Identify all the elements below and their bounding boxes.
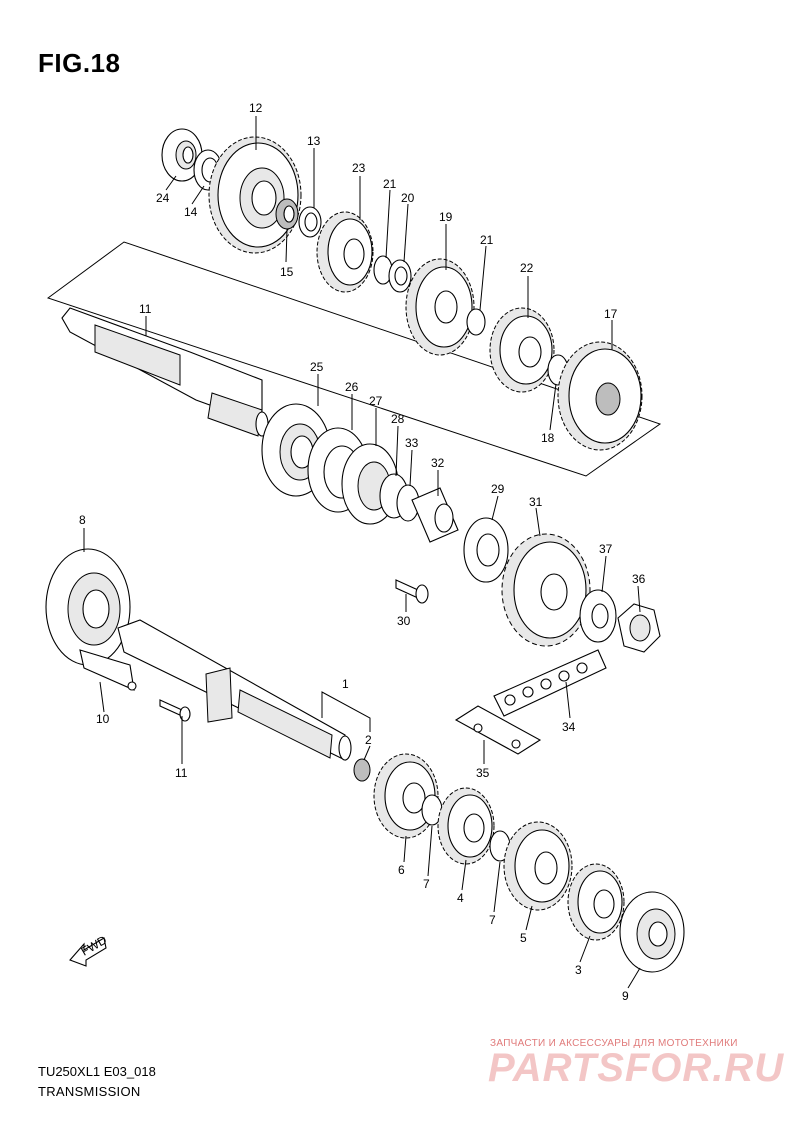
gear-17 bbox=[557, 341, 643, 451]
watermark-logo: PARTSFOR.RU bbox=[488, 1046, 785, 1090]
callout-16: 15 bbox=[280, 265, 294, 279]
callout-3: 3 bbox=[575, 963, 582, 977]
callout-30: 30 bbox=[397, 614, 411, 628]
callout-27: 27 bbox=[369, 394, 383, 408]
callout-23: 23 bbox=[352, 161, 366, 175]
callout-14: 13 bbox=[307, 134, 321, 148]
callout-24: 24 bbox=[156, 191, 170, 205]
washer-35 bbox=[579, 589, 617, 643]
callout-25: 25 bbox=[310, 360, 324, 374]
callout-32: 32 bbox=[431, 456, 445, 470]
bearing-9 bbox=[619, 891, 685, 973]
drive-chain-36 bbox=[493, 649, 607, 717]
callout-34: 36 bbox=[632, 572, 646, 586]
gear-22 bbox=[489, 307, 555, 393]
gear-4 bbox=[437, 787, 495, 865]
callout-4: 4 bbox=[457, 891, 464, 905]
bolt-30 bbox=[395, 579, 429, 604]
callout-17: 17 bbox=[604, 307, 618, 321]
callout-22: 22 bbox=[520, 261, 534, 275]
countershaft-12 bbox=[61, 307, 269, 437]
callout-37: 35 bbox=[476, 766, 490, 780]
callout-8: 8 bbox=[79, 513, 86, 527]
callout-10: 10 bbox=[96, 712, 110, 726]
callout-labels: 12 13 24 14 15 23 21 20 19 21 22 17 18 1… bbox=[79, 101, 646, 1003]
callout-1: 1 bbox=[342, 677, 349, 691]
figure-title: FIG.18 bbox=[38, 48, 121, 78]
callout-21-lower: 21 bbox=[480, 233, 494, 247]
gear-23 bbox=[316, 211, 374, 293]
callout-7-right: 7 bbox=[489, 913, 496, 927]
needle-bearing-16 bbox=[275, 198, 299, 230]
callout-29: 29 bbox=[491, 482, 505, 496]
leader-lines bbox=[83, 116, 641, 989]
screw-11 bbox=[159, 699, 191, 722]
washer-20 bbox=[388, 259, 412, 293]
callout-13: 12 bbox=[249, 101, 263, 115]
driveshaft-1 bbox=[117, 619, 352, 761]
callout-6: 6 bbox=[398, 863, 405, 877]
circlip-21b bbox=[466, 308, 486, 336]
callout-26: 26 bbox=[345, 380, 359, 394]
forward-arrow-icon: FWD bbox=[69, 933, 109, 967]
bearing-8 bbox=[45, 548, 131, 666]
callout-35: 37 bbox=[599, 542, 613, 556]
callout-2: 2 bbox=[365, 733, 372, 747]
callout-31: 31 bbox=[529, 495, 543, 509]
callout-11: 11 bbox=[175, 766, 188, 780]
model-code: TU250XL1 E03_018 bbox=[38, 1064, 156, 1079]
bearing-24 bbox=[161, 128, 203, 182]
callout-28: 28 bbox=[391, 412, 405, 426]
gear-3 bbox=[567, 863, 625, 941]
callout-5: 5 bbox=[520, 931, 527, 945]
callout-15: 14 bbox=[184, 205, 198, 219]
washer-29 bbox=[463, 517, 509, 583]
callout-9: 9 bbox=[622, 989, 629, 1003]
master-link-37 bbox=[454, 705, 542, 755]
figure-caption: TRANSMISSION bbox=[38, 1084, 141, 1099]
callout-20: 20 bbox=[401, 191, 415, 205]
pin-2 bbox=[353, 758, 371, 782]
callout-12: 11 bbox=[139, 302, 152, 316]
watermark-tagline: ЗАПЧАСТИ И АКСЕССУАРЫ ДЛЯ МОТОТЕХНИКИ bbox=[490, 1038, 738, 1049]
callout-21-upper: 21 bbox=[383, 177, 397, 191]
callout-18: 18 bbox=[541, 431, 555, 445]
spacer-32 bbox=[411, 487, 459, 543]
washer-14 bbox=[298, 206, 322, 238]
sprocket-31 bbox=[501, 533, 591, 647]
callout-33: 33 bbox=[405, 436, 419, 450]
nut-34 bbox=[617, 603, 661, 653]
callout-19: 19 bbox=[439, 210, 453, 224]
retainer-10 bbox=[79, 649, 137, 691]
subassembly-outline bbox=[46, 241, 662, 477]
gear-5 bbox=[503, 821, 573, 911]
callout-36: 34 bbox=[562, 720, 576, 734]
gear-19 bbox=[405, 258, 475, 356]
callout-7-left: 7 bbox=[423, 877, 430, 891]
